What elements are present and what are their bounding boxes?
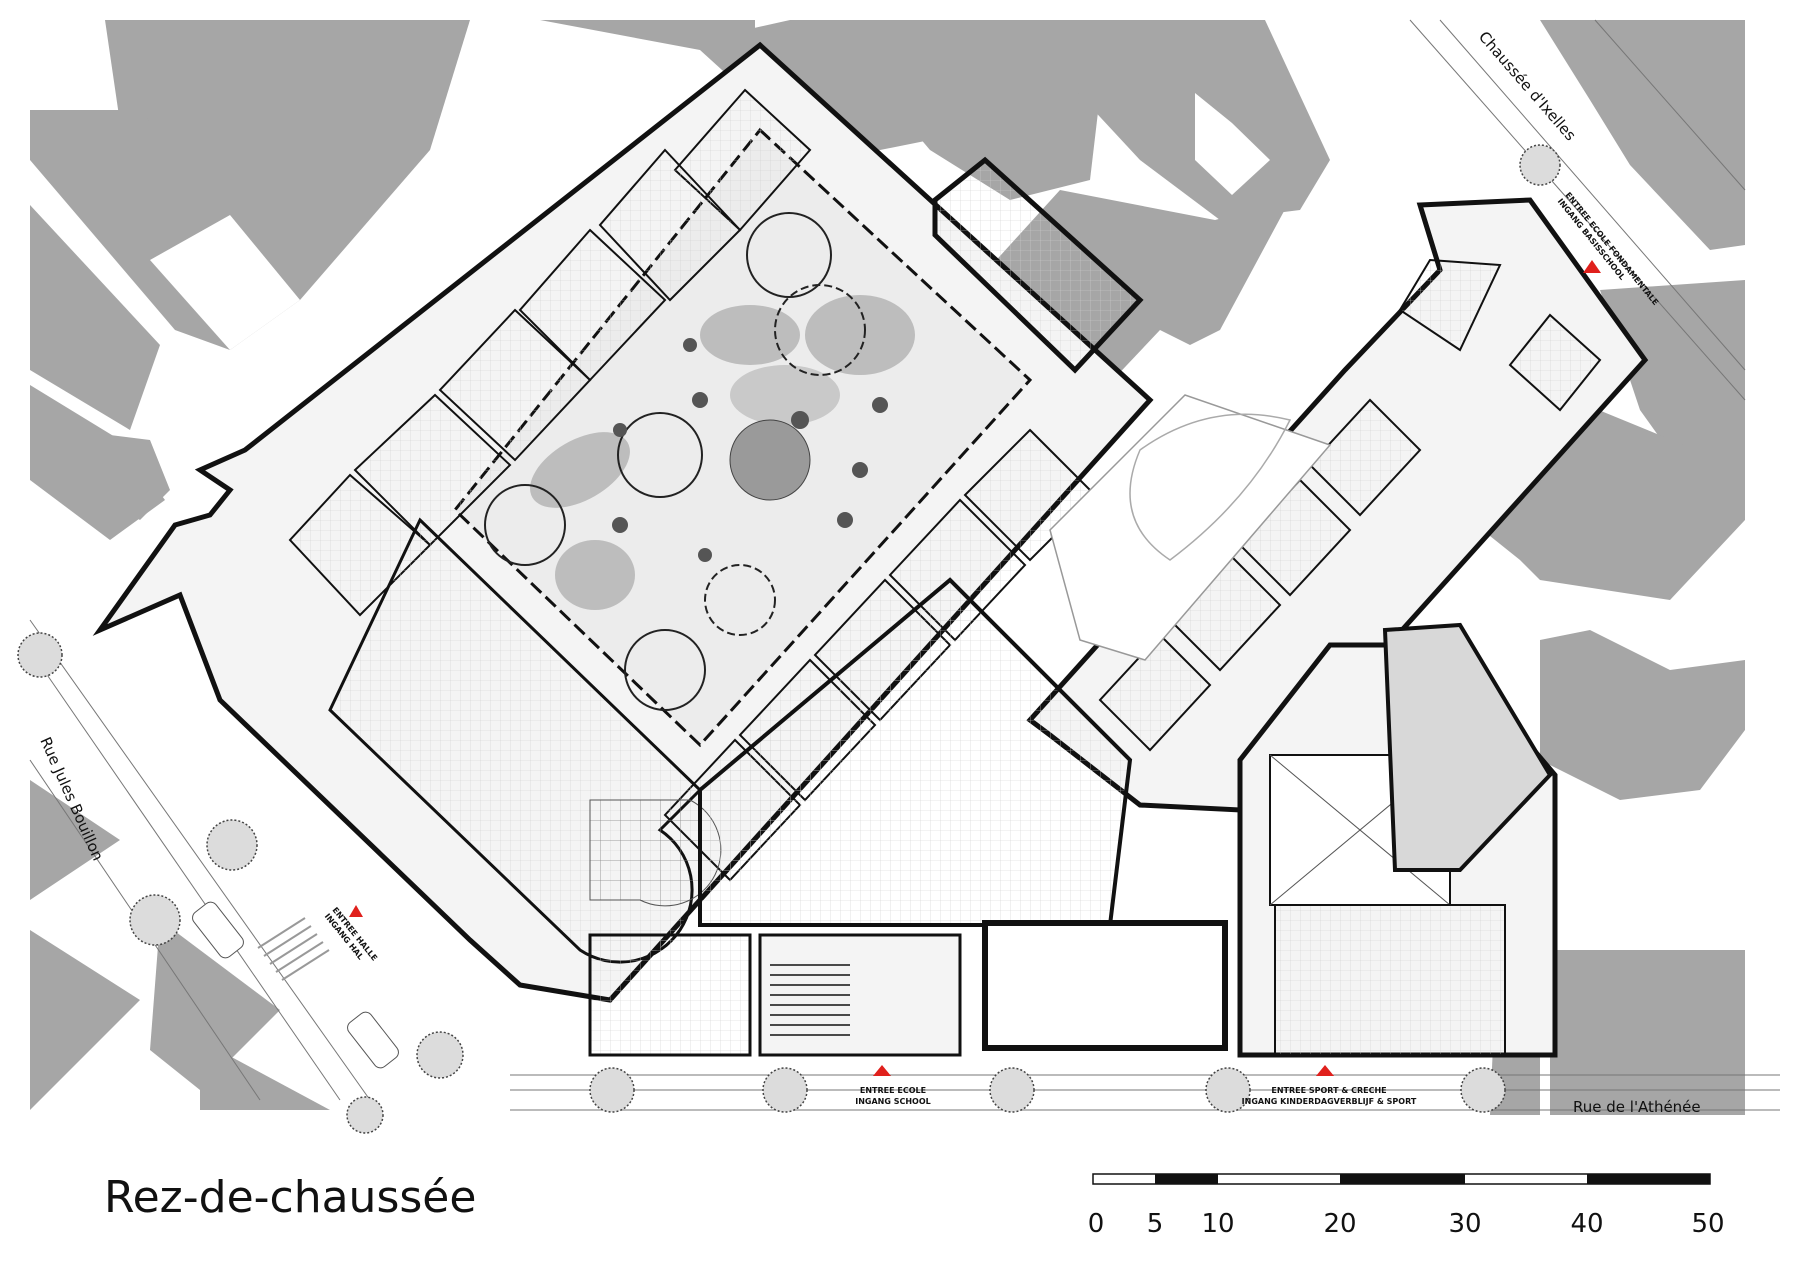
scale-tick-40: 40 (1570, 1209, 1603, 1239)
crosswalk (257, 917, 330, 981)
entrance-marker-sport (1316, 1065, 1334, 1076)
entrance-sport-line-1: ENTREE SPORT & CRECHE (1271, 1086, 1386, 1095)
courtyard-planting (484, 212, 915, 711)
entrance-school-line-1: ENTREE ECOLE (860, 1086, 926, 1095)
entrance-marker-fondamentale (1583, 260, 1601, 273)
plan-title: Rez-de-chaussée (104, 1172, 476, 1223)
scale-tick-30: 30 (1448, 1209, 1481, 1239)
street-lines (29, 19, 1780, 1111)
entrance-markers (349, 260, 1601, 1076)
scale-tick-0: 0 (1088, 1209, 1105, 1239)
entrance-school-line-2: INGANG SCHOOL (855, 1097, 931, 1106)
south-block (588, 577, 1228, 1057)
street-trees (17, 144, 1561, 1134)
parked-cars (192, 901, 399, 1069)
scale-tick-50: 50 (1691, 1209, 1724, 1239)
scale-tick-20: 20 (1323, 1209, 1356, 1239)
entrance-marker-school (873, 1065, 891, 1076)
scale-bar: 0 5 10 20 30 40 50 (1088, 1173, 1725, 1239)
entrance-marker-hall (349, 905, 363, 917)
entrance-sport-line-2: INGANG KINDERDAGVERBLIJF & SPORT (1242, 1097, 1417, 1106)
sport-block (1237, 622, 1558, 1058)
play-court (1049, 394, 1332, 661)
north-east-annex (932, 156, 1144, 374)
scale-tick-5: 5 (1147, 1209, 1164, 1239)
right-wing (1026, 197, 1649, 813)
street-label-athenee: Rue de l'Athénée (1573, 1098, 1701, 1116)
scale-tick-10: 10 (1201, 1209, 1234, 1239)
